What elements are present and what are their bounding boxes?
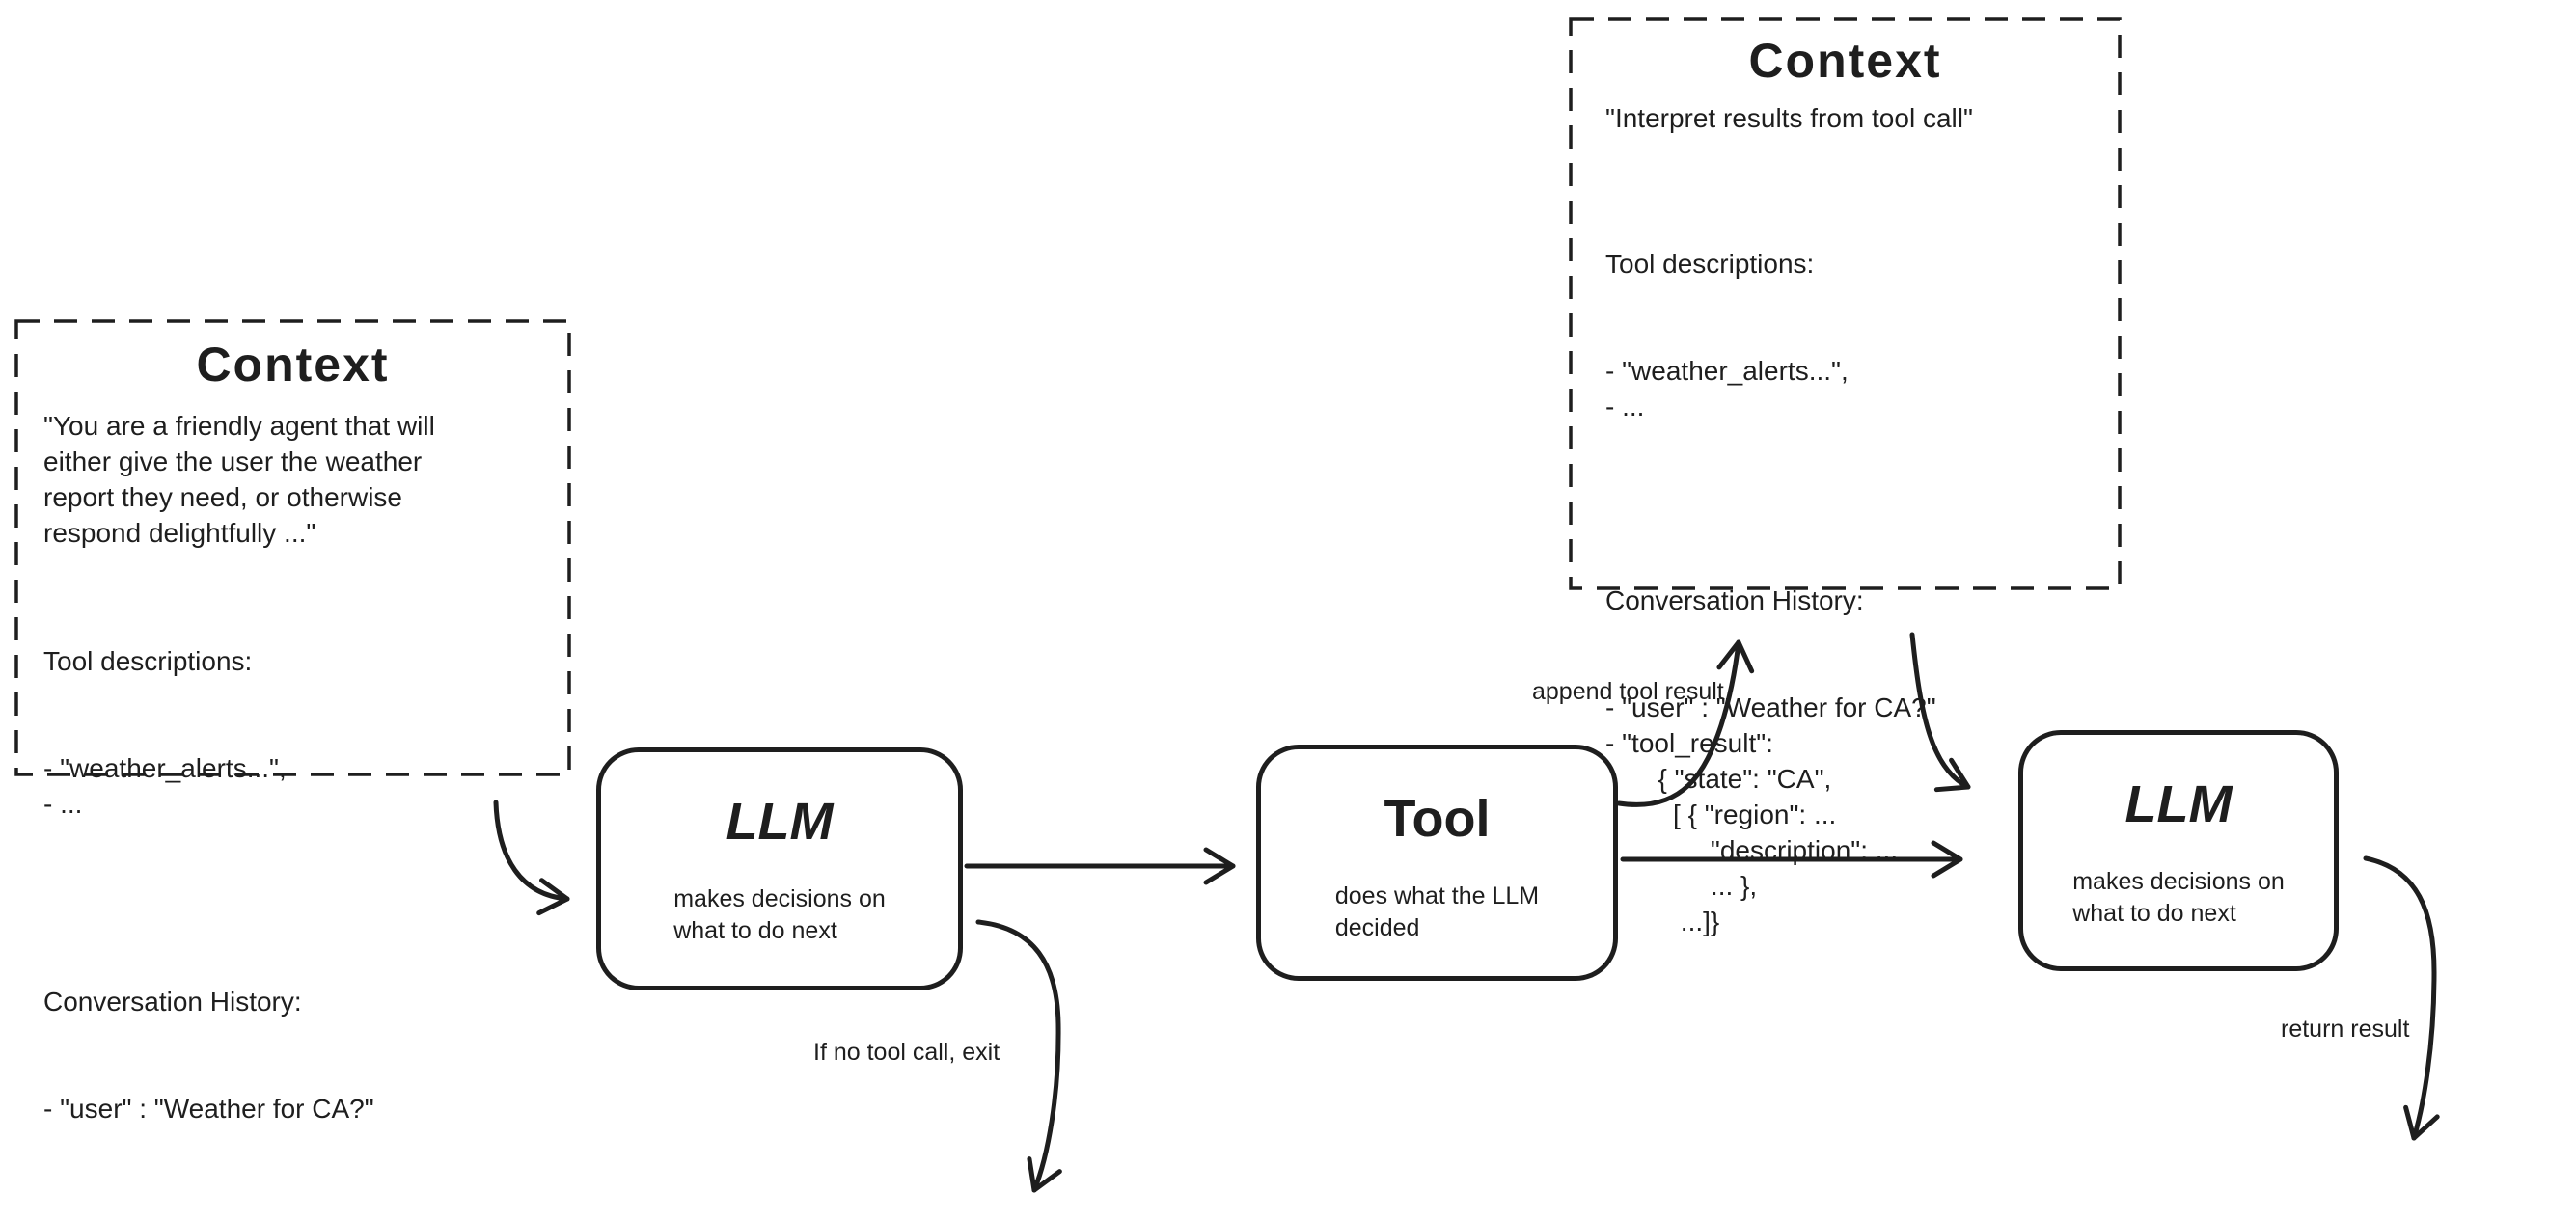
node-llm-1-title: LLM (726, 793, 834, 851)
conversation-history-list: - "user" : "Weather for CA?" (43, 1094, 374, 1124)
edge-label-return-result: return result (2281, 1016, 2410, 1043)
node-llm-2: LLM makes decisions on what to do next (2018, 730, 2339, 971)
system-prompt-text: "You are a friendly agent that will eith… (43, 411, 435, 548)
context-box-left: Context "You are a friendly agent that w… (16, 321, 569, 1124)
node-tool: Tool does what the LLM decided (1256, 745, 1618, 981)
node-tool-title: Tool (1384, 790, 1491, 848)
context-box-top: Context "Interpret results from tool cal… (1571, 19, 2120, 936)
tool-descriptions-list: - "weather_alerts...", - ... (43, 753, 287, 819)
tool-descriptions-list: - "weather_alerts...", - ... (1605, 356, 1849, 421)
edge-label-append-tool-result: append tool result (1532, 678, 1724, 705)
node-llm-1-description: makes decisions on what to do next (673, 885, 886, 944)
edge-label-if-no-tool-call-exit: If no tool call, exit (813, 1039, 1000, 1066)
context-left-title: Context (196, 338, 390, 392)
node-llm-1: LLM makes decisions on what to do next (596, 747, 963, 990)
node-tool-description: does what the LLM decided (1334, 882, 1540, 941)
tool-descriptions-heading: Tool descriptions: (1605, 249, 1815, 279)
conversation-history-heading: Conversation History: (1605, 585, 1864, 615)
tool-descriptions-heading: Tool descriptions: (43, 646, 253, 676)
node-llm-2-title: LLM (2124, 775, 2233, 833)
context-top-title: Context (1748, 34, 1942, 88)
interpret-instruction-text: "Interpret results from tool call" (1605, 103, 1973, 133)
conversation-history-list: - "user" : "Weather for CA?" - "tool_res… (1605, 692, 1936, 936)
node-llm-2-description: makes decisions on what to do next (2072, 868, 2285, 927)
arrow-llm-2-return (2363, 855, 2440, 1141)
conversation-history-heading: Conversation History: (43, 987, 302, 1017)
